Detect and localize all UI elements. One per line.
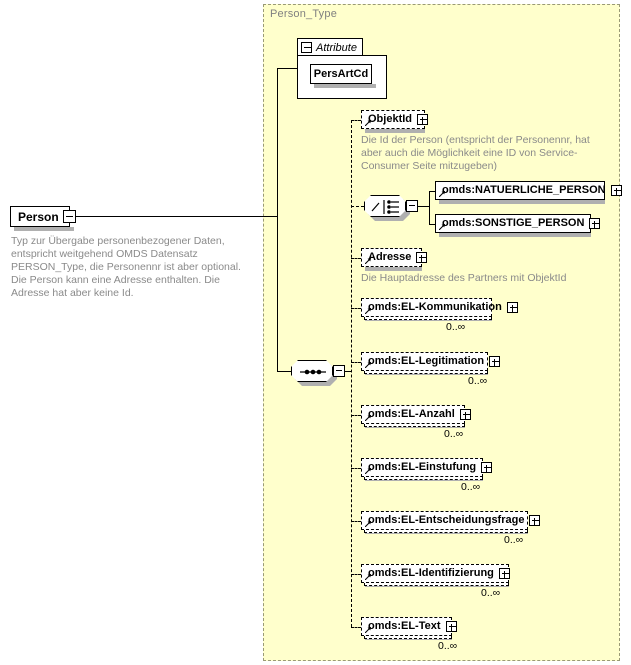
element-el-einstufung[interactable]: omds:EL-Einstufung: [361, 458, 493, 477]
connector-to-el-text: [351, 627, 361, 628]
element-el-entscheidungsfrage[interactable]: omds:EL-Entscheidungsfrage: [361, 511, 541, 530]
element-el-anzahl-label: omds:EL-Anzahl: [368, 408, 455, 420]
connector-to-el-identifizierung: [351, 574, 361, 575]
element-sonstige-person-label: omds:SONSTIGE_PERSON: [442, 217, 585, 229]
element-adresse-description: Die Hauptadresse des Partners mit Objekt…: [361, 272, 567, 284]
reference-arrow-icon: [365, 119, 372, 126]
person-box-shadow: [14, 227, 74, 231]
connector-spine-to-sequence: [277, 371, 291, 372]
attribute-collapse-toggle[interactable]: [301, 42, 312, 53]
connector-sequence-to-dashed-spine: [345, 371, 351, 372]
element-objektid-description: Die Id der Person (entspricht der Person…: [361, 134, 590, 172]
type-panel: [263, 4, 620, 661]
attribute-group-label: Attribute: [316, 41, 357, 54]
element-adresse-label: Adresse: [368, 251, 412, 263]
connector-to-objektid: [351, 120, 361, 121]
element-el-anzahl[interactable]: omds:EL-Anzahl: [361, 405, 471, 424]
connector-choice-branch: [429, 191, 430, 225]
element-el-text-occurrence: 0..∞: [438, 640, 458, 652]
element-el-kommunikation-occurrence: 0..∞: [446, 321, 466, 333]
natuerliche-person-shadow: [439, 200, 605, 204]
sequence-collapse-toggle[interactable]: [333, 365, 345, 377]
connector-spine-to-attribute: [277, 68, 298, 69]
reference-arrow-icon: [365, 520, 372, 527]
reference-arrow-icon: [365, 573, 372, 580]
element-el-legitimation-expand-toggle[interactable]: [489, 356, 501, 367]
reference-arrow-icon: [365, 414, 372, 421]
element-objektid-label: ObjektId: [368, 113, 413, 125]
reference-arrow-icon: [365, 626, 372, 633]
person-collapse-toggle[interactable]: [63, 210, 76, 223]
element-el-legitimation-occurrence: 0..∞: [468, 375, 488, 387]
connector-to-el-entscheidungsfrage: [351, 521, 361, 522]
reference-arrow-icon: [365, 307, 372, 314]
element-el-legitimation-label: omds:EL-Legitimation: [368, 355, 485, 367]
person-description: Typ zur Übergabe personenbezogener Daten…: [11, 235, 241, 299]
reference-arrow-icon: [365, 257, 372, 264]
element-el-anzahl-occurrence: 0..∞: [444, 428, 464, 440]
element-el-einstufung-occurrence: 0..∞: [461, 481, 481, 493]
element-el-kommunikation-label: omds:EL-Kommunikation: [368, 301, 502, 313]
connector-to-el-anzahl: [351, 415, 361, 416]
attribute-persartcd-label: PersArtCd: [313, 68, 369, 80]
element-el-identifizierung-label: omds:EL-Identifizierung: [368, 567, 494, 579]
sonstige-person-shadow: [439, 233, 591, 237]
adresse-shadow: [365, 267, 422, 271]
element-natuerliche-person-expand-toggle[interactable]: [610, 185, 622, 196]
persartcd-shadow: [314, 84, 376, 88]
reference-arrow-icon: [439, 190, 446, 197]
element-adresse-expand-toggle[interactable]: [416, 252, 428, 263]
element-el-entscheidungsfrage-label: omds:EL-Entscheidungsfrage: [368, 514, 525, 526]
connector-person-to-spine: [76, 216, 277, 217]
person-label: Person: [18, 209, 59, 224]
attribute-persartcd[interactable]: PersArtCd: [310, 64, 372, 84]
reference-arrow-icon: [365, 467, 372, 474]
element-el-anzahl-expand-toggle[interactable]: [459, 409, 471, 420]
connector-to-adresse: [351, 258, 361, 259]
reference-arrow-icon: [439, 223, 446, 230]
element-el-identifizierung[interactable]: omds:EL-Identifizierung: [361, 564, 510, 583]
element-natuerliche-person-label: omds:NATUERLICHE_PERSON: [442, 184, 606, 196]
person-root-box[interactable]: Person: [10, 206, 70, 227]
element-el-kommunikation[interactable]: omds:EL-Kommunikation: [361, 298, 518, 317]
element-el-identifizierung-occurrence: 0..∞: [481, 587, 501, 599]
element-el-einstufung-label: omds:EL-Einstufung: [368, 461, 477, 473]
connector-spine-to-choice: [351, 206, 364, 207]
choice-icon: [371, 200, 399, 214]
objektid-shadow: [365, 129, 425, 133]
element-el-entscheidungsfrage-expand-toggle[interactable]: [529, 515, 541, 526]
element-el-text[interactable]: omds:EL-Text: [361, 617, 457, 636]
choice-compositor[interactable]: [364, 195, 406, 217]
element-el-text-expand-toggle[interactable]: [445, 621, 457, 632]
sequence-icon: [300, 369, 326, 375]
connector-to-el-einstufung: [351, 468, 361, 469]
element-natuerliche-person[interactable]: omds:NATUERLICHE_PERSON: [435, 181, 622, 200]
attribute-group-tab[interactable]: Attribute: [297, 38, 363, 56]
element-el-einstufung-expand-toggle[interactable]: [481, 462, 493, 473]
connector-dashed-spine: [351, 120, 352, 627]
element-objektid-expand-toggle[interactable]: [417, 114, 429, 125]
element-el-text-label: omds:EL-Text: [368, 620, 441, 632]
connector-choice-to-sonstige: [429, 224, 435, 225]
element-el-identifizierung-expand-toggle[interactable]: [498, 568, 510, 579]
type-panel-title: Person_Type: [270, 8, 338, 20]
element-sonstige-person-expand-toggle[interactable]: [589, 218, 601, 229]
sequence-compositor[interactable]: [291, 360, 333, 382]
element-el-legitimation[interactable]: omds:EL-Legitimation: [361, 352, 501, 371]
choice-collapse-toggle[interactable]: [406, 200, 418, 212]
element-adresse[interactable]: Adresse: [361, 248, 428, 267]
connector-spine-main: [277, 68, 278, 371]
element-el-entscheidungsfrage-occurrence: 0..∞: [504, 534, 524, 546]
connector-choice-to-natuerliche: [429, 191, 435, 192]
element-sonstige-person[interactable]: omds:SONSTIGE_PERSON: [435, 214, 601, 233]
connector-to-el-legitimation: [351, 362, 361, 363]
connector-to-el-kommunikation: [351, 308, 361, 309]
connector-choice-out: [418, 206, 429, 207]
element-objektid[interactable]: ObjektId: [361, 110, 429, 129]
element-el-kommunikation-expand-toggle[interactable]: [506, 302, 518, 313]
reference-arrow-icon: [365, 361, 372, 368]
